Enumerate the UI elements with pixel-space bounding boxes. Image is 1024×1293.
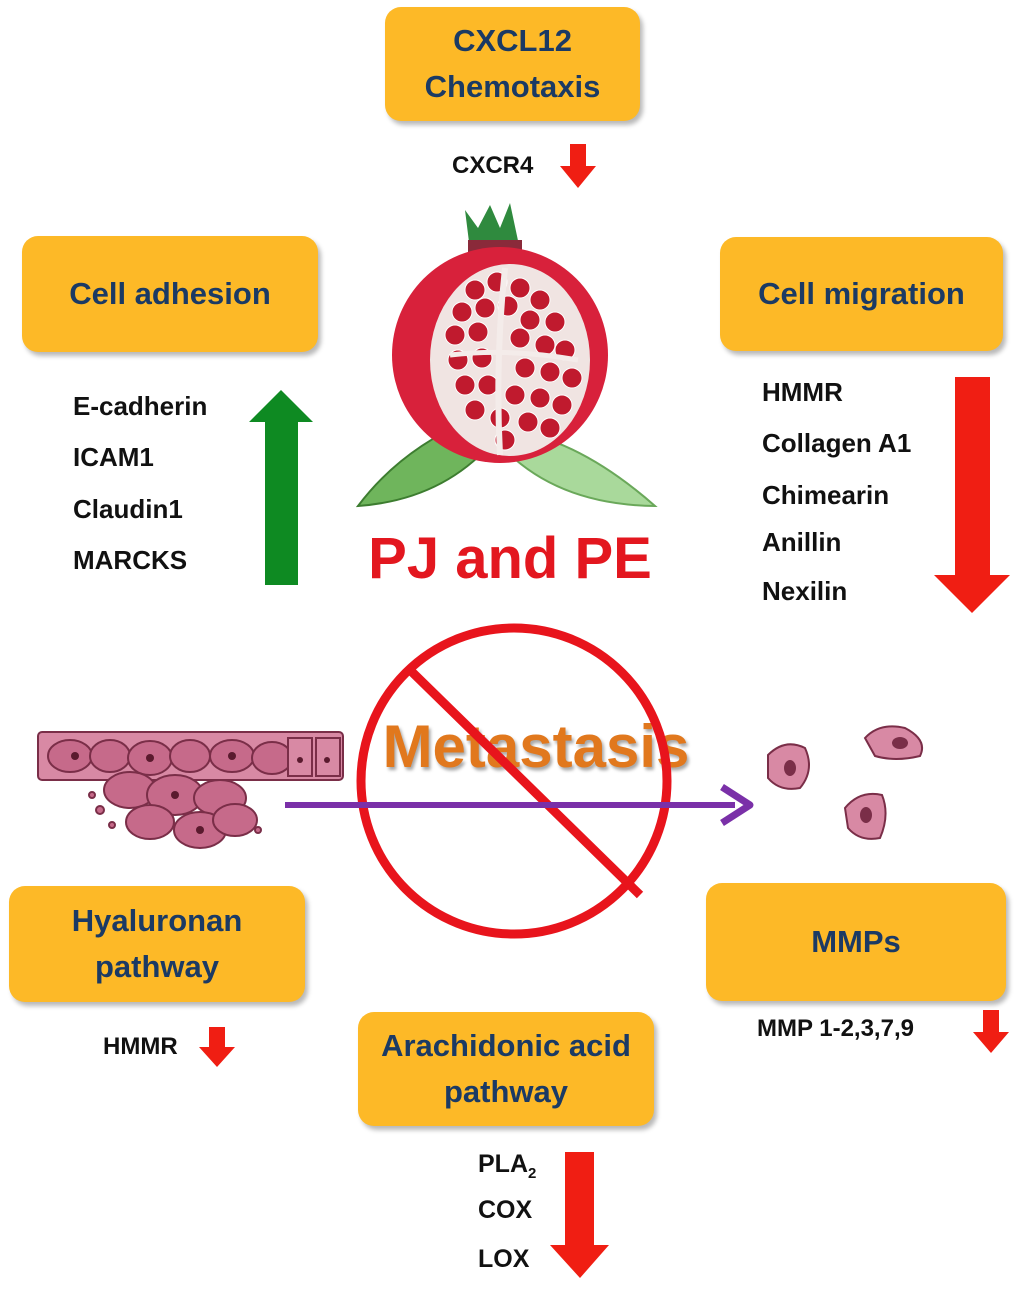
cxcr4-label: CXCR4: [452, 152, 534, 179]
migration-arrow: [285, 784, 754, 826]
pla-subscript: 2: [528, 1165, 537, 1182]
migration-down-arrow: [934, 377, 1010, 613]
adhesion-gene-3: MARCKS: [73, 545, 188, 575]
mmps-box: MMPs: [706, 883, 1006, 1001]
migration-gene-2: Chimearin: [762, 480, 890, 510]
forbidden-sign-icon: [356, 623, 672, 939]
pla2-label: PLA2: [478, 1150, 536, 1182]
arachidonic-line2: pathway: [443, 1074, 569, 1109]
adhesion-gene-1: ICAM1: [73, 442, 154, 472]
cxcl12-chemotaxis-box: CXCL12 Chemotaxis: [385, 7, 640, 121]
cxcr4-down-arrow: [560, 144, 596, 188]
hyaluronan-pathway-box: Hyaluronan pathway: [9, 886, 305, 1002]
mmp-label: MMP 1-2,3,7,9: [757, 1015, 914, 1042]
lox-label: LOX: [478, 1245, 530, 1273]
arachidonic-down-arrow: [550, 1152, 609, 1278]
cxcl12-line1: CXCL12: [453, 23, 572, 58]
cell-migration-box: Cell migration: [720, 237, 1003, 351]
hmmr-down-arrow: [199, 1027, 235, 1067]
mmps-label: MMPs: [811, 924, 901, 959]
migration-gene-0: HMMR: [762, 377, 843, 407]
page-title: PJ and PE: [368, 526, 652, 591]
cell-migration-label: Cell migration: [758, 276, 965, 311]
pomegranate-icon: [355, 203, 658, 508]
epithelium-icon: [37, 731, 344, 849]
cell-adhesion-box: Cell adhesion: [22, 236, 318, 352]
migration-gene-4: Nexilin: [762, 576, 848, 606]
cox-label: COX: [478, 1196, 533, 1224]
adhesion-up-arrow: [249, 390, 313, 585]
pla-base: PLA: [478, 1150, 528, 1178]
migration-gene-1: Collagen A1: [762, 428, 912, 458]
adhesion-gene-0: E-cadherin: [73, 391, 208, 421]
cell-adhesion-label: Cell adhesion: [69, 276, 271, 311]
arachidonic-acid-pathway-box: Arachidonic acid pathway: [358, 1012, 654, 1126]
metastasis-label: Metastasis: [382, 713, 690, 780]
cxcl12-line2: Chemotaxis: [424, 69, 601, 104]
migration-gene-3: Anillin: [762, 527, 842, 557]
arachidonic-line1: Arachidonic acid: [381, 1028, 631, 1063]
hmmr-label: HMMR: [103, 1033, 178, 1060]
hyaluronan-line1: Hyaluronan: [71, 903, 243, 938]
hyaluronan-line2: pathway: [94, 949, 220, 984]
mmp-down-arrow: [973, 1010, 1009, 1053]
adhesion-gene-2: Claudin1: [73, 494, 183, 524]
